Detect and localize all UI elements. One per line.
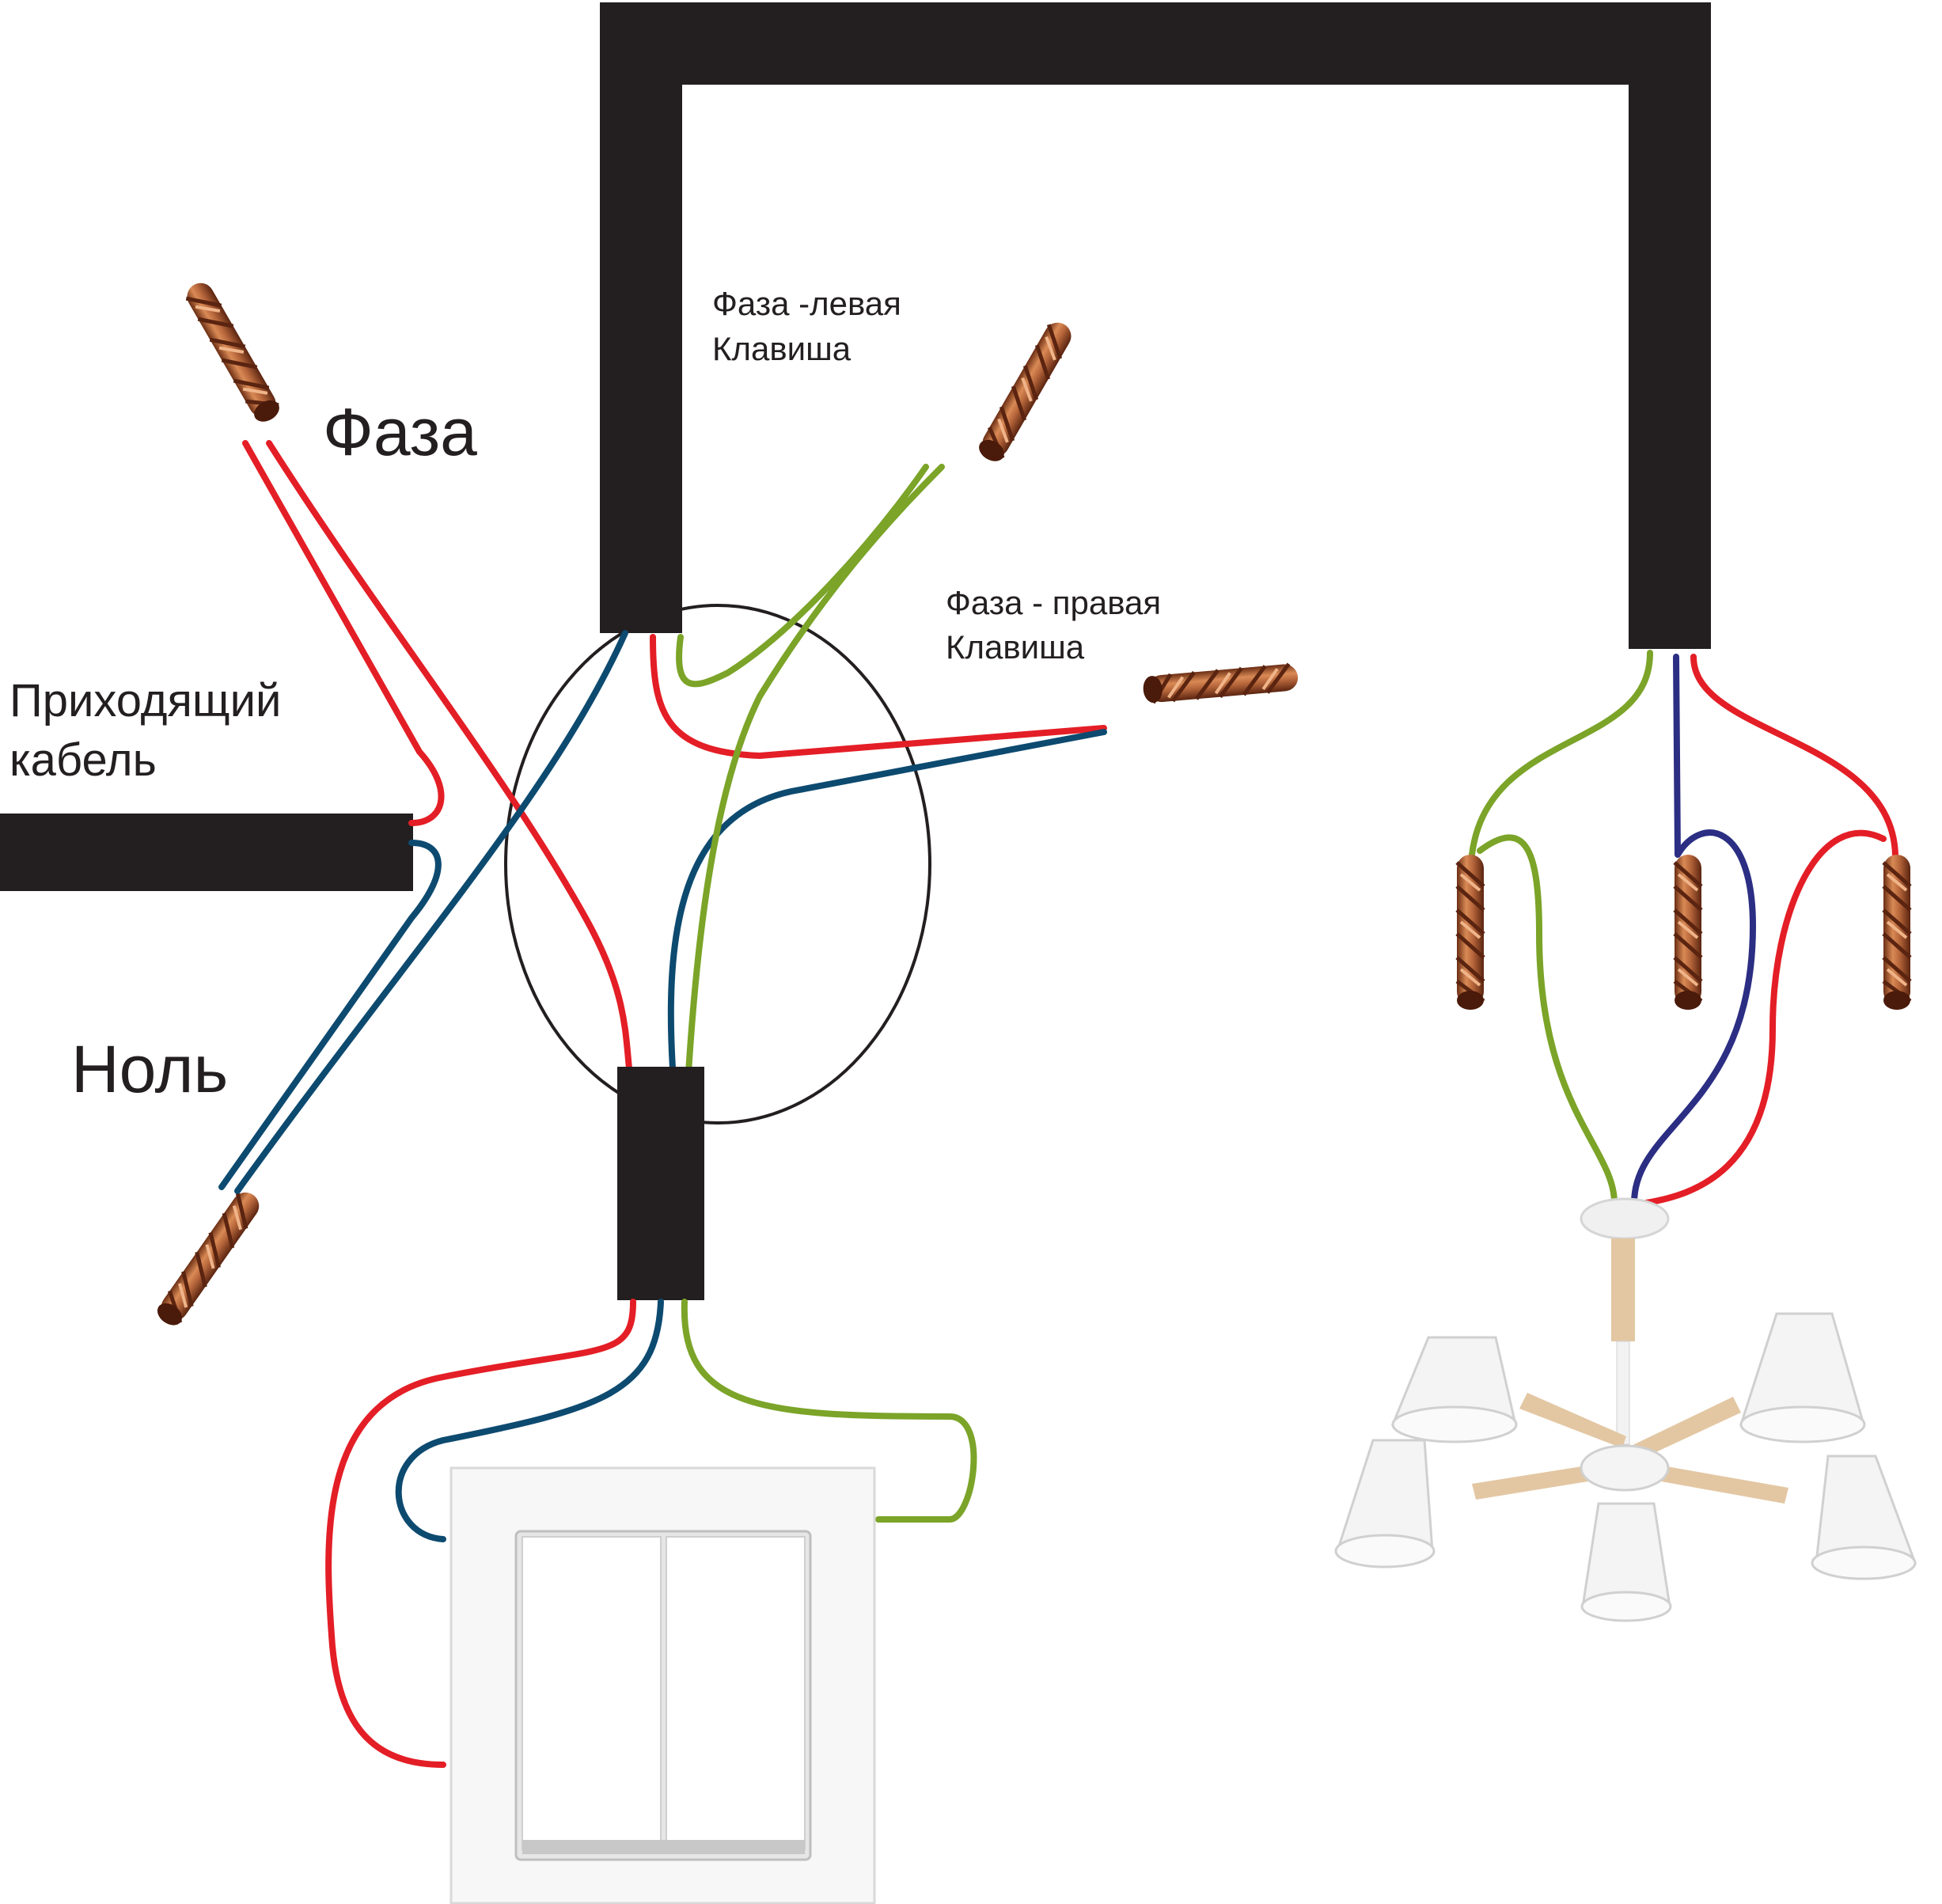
switch-wire-neutral [395, 1299, 664, 1542]
neutral-wire-right [667, 729, 1107, 1071]
left-key-label-line1: Фаза -левая [712, 285, 901, 322]
left-key-label-line2: Клавиша [712, 330, 852, 367]
incoming-cable [0, 814, 413, 891]
neutral-wire-incoming [218, 840, 442, 1190]
lamp-wire-blue [1631, 654, 1756, 1206]
switched-phase-to-switch [685, 464, 945, 1075]
switched-phase-left-key [676, 464, 929, 688]
neutral-label: Ноль [71, 1032, 228, 1106]
neutral-wire-to-cable [234, 630, 628, 1194]
phase-wire-incoming [242, 440, 445, 826]
twist-lamp-red [1883, 855, 1910, 1010]
switch-cable [617, 1067, 704, 1300]
switch-left-key[interactable] [522, 1536, 662, 1850]
twist-neutral-bottom [154, 1187, 264, 1329]
right-key-label-line1: Фаза - правая [946, 584, 1161, 621]
incoming-cable-label-line2: кабель [9, 734, 157, 786]
five-arm-chandelier-icon [1334, 1197, 1917, 1622]
twist-right-key [1142, 663, 1299, 704]
double-rocker-switch-icon[interactable] [449, 1466, 876, 1904]
right-key-label-line2: Клавиша [946, 628, 1085, 666]
switch-wire-phase [325, 1299, 636, 1768]
switch-right-key[interactable] [666, 1536, 806, 1850]
lamp-wire-red [1690, 654, 1898, 858]
lamp-wire-red-2 [1643, 829, 1887, 1206]
phase-label: Фаза [323, 395, 477, 469]
twist-left-key [975, 318, 1075, 466]
switch-wire-switched [681, 1299, 977, 1523]
junction-box [504, 604, 931, 1125]
phase-wire-incoming-2 [266, 440, 632, 1071]
twist-lamp-green [1457, 855, 1484, 1010]
lamp-wire-green-2 [1477, 834, 1618, 1206]
twist-phase-top [182, 279, 283, 427]
twist-lamp-blue [1675, 855, 1701, 1010]
lamp-wire-green [1469, 650, 1653, 858]
incoming-cable-label-line1: Приходящий [9, 675, 281, 726]
overhead-cable [600, 2, 1711, 649]
